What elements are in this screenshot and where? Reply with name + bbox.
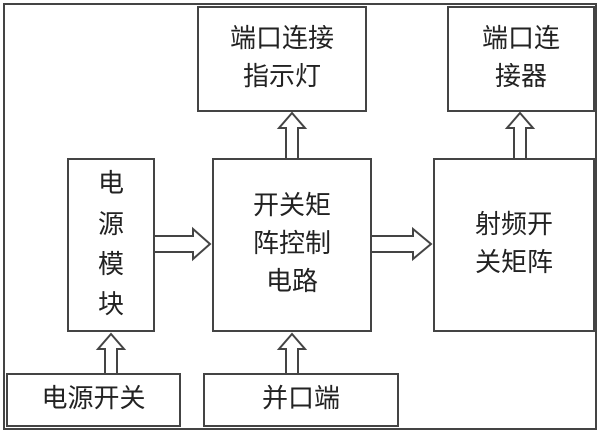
power-switch-block: 电源开关 xyxy=(6,373,181,427)
matrix-control-block: 开关矩 阵控制 电路 xyxy=(212,158,372,332)
rf-switch-block: 射频开 关矩阵 xyxy=(433,158,595,332)
arrow-port-to-control xyxy=(276,332,308,373)
arrow-control-to-indicator xyxy=(276,111,308,158)
outer-frame xyxy=(3,3,597,430)
port-indicator-block: 端口连接 指示灯 xyxy=(197,6,367,112)
arrow-switch-to-module xyxy=(95,332,127,373)
port-connector-block: 端口连 接器 xyxy=(447,6,595,112)
arrow-power-to-control xyxy=(155,226,212,262)
arrow-rf-to-connector xyxy=(504,111,536,158)
power-module-block: 电 源 模 块 xyxy=(67,158,155,332)
parallel-port-block: 并口端 xyxy=(203,373,399,427)
arrow-control-to-rf xyxy=(372,226,433,262)
